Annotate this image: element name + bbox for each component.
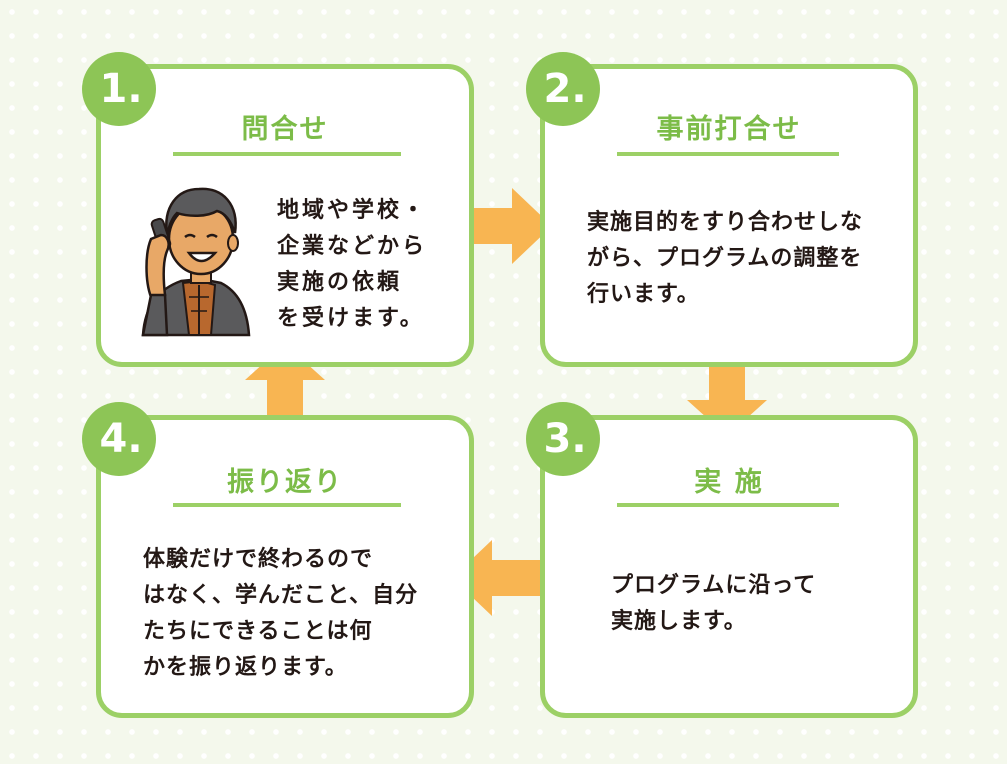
person-on-phone-icon	[141, 187, 251, 337]
arrow-down-icon	[687, 336, 767, 436]
step-title-4: 振り返り	[227, 467, 343, 498]
arrow-right-icon	[458, 188, 552, 264]
step-title-1: 問合せ	[241, 114, 329, 145]
step-text-4: 体験だけで終わるので はなく、学んだこと、自分 たちにできることは何 かを振り返…	[143, 547, 419, 680]
arrow-left-icon	[452, 540, 546, 616]
title-underline	[173, 152, 401, 156]
step-text-1: 地域や学校・ 企業などから 実施の依頼 を受けます。	[277, 198, 428, 331]
step-title-3: 実 施	[694, 467, 764, 498]
title-underline	[617, 152, 839, 156]
step-number-badge-4: 4.	[82, 402, 156, 476]
title-underline	[617, 503, 839, 507]
step-card-4: 振り返り 体験だけで終わるので はなく、学んだこと、自分 たちにできることは何 …	[96, 415, 474, 718]
step-card-2: 事前打合せ 実施目的をすり合わせしな がら、プログラムの調整を 行います。	[540, 64, 918, 367]
step-number-badge-1: 1.	[82, 52, 156, 126]
step-number-badge-2: 2.	[526, 52, 600, 126]
arrow-up-icon	[245, 344, 325, 442]
step-title-2: 事前打合せ	[656, 114, 802, 145]
step-card-3: 実 施 プログラムに沿って 実施します。	[540, 415, 918, 718]
step-card-1: 問合せ 地域や学校・ 企業などから 実施の依頼 を受けます。	[96, 64, 474, 367]
title-underline	[173, 503, 401, 507]
step-number-badge-3: 3.	[526, 402, 600, 476]
step-text-2: 実施目的をすり合わせしな がら、プログラムの調整を 行います。	[587, 210, 864, 307]
step-text-3: プログラムに沿って 実施します。	[611, 573, 817, 634]
